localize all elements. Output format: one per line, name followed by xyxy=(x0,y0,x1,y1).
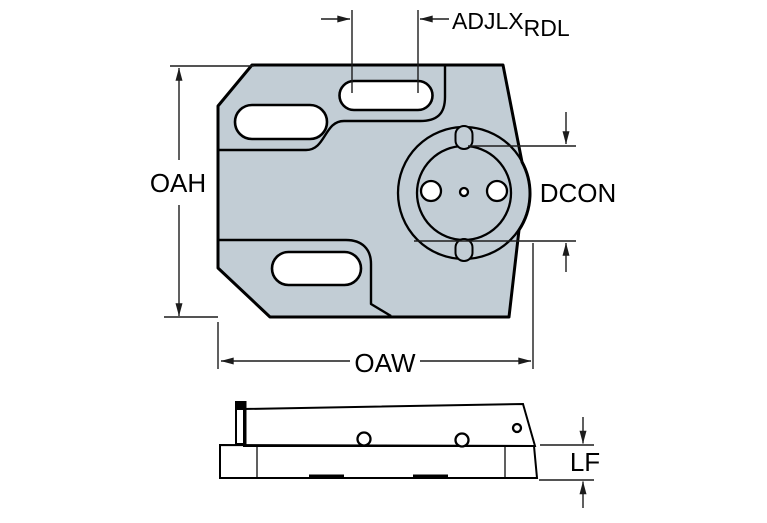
drive-hole-right xyxy=(485,179,509,203)
label-adjlx: ADJLXRDL xyxy=(452,8,570,41)
dim-oah: OAH xyxy=(150,65,254,318)
side-upper-block xyxy=(243,402,537,447)
side-hole-left xyxy=(356,431,372,447)
side-hole-right xyxy=(454,432,470,448)
dim-oaw: OAW xyxy=(217,243,534,378)
slot-top xyxy=(338,79,434,112)
serration-mark-right xyxy=(413,474,448,479)
lf-extension-lines xyxy=(539,444,594,481)
adjlx-extension-lines xyxy=(351,10,419,93)
side-view xyxy=(219,401,539,479)
keyway-bottom xyxy=(454,238,474,262)
dcon-extension-lines xyxy=(414,145,576,242)
label-adjlx-main: ADJLX xyxy=(452,8,524,34)
step-contour-upper xyxy=(218,66,447,152)
slot-left xyxy=(233,103,329,141)
side-pin-hole xyxy=(511,422,523,434)
label-oah: OAH xyxy=(150,168,206,198)
front-view xyxy=(216,63,532,319)
dim-lf: LF xyxy=(539,417,600,508)
slot-bottom xyxy=(270,250,363,287)
drive-hole-left xyxy=(419,179,443,203)
label-dcon: DCON xyxy=(540,178,617,208)
side-clamp-tab-cap xyxy=(235,401,246,410)
oah-extension-lines xyxy=(164,65,254,318)
oaw-extension-lines xyxy=(217,243,534,369)
step-contour-lower xyxy=(218,238,392,318)
serration-mark-left xyxy=(309,474,344,479)
dim-adjlx: ADJLXRDL xyxy=(321,8,570,93)
dim-dcon: DCON xyxy=(414,112,616,272)
label-oaw: OAW xyxy=(354,348,416,378)
label-adjlx-subscript: RDL xyxy=(524,15,570,41)
label-lf: LF xyxy=(570,447,600,477)
side-base-block xyxy=(219,443,539,479)
keyway-top xyxy=(454,125,474,150)
center-hole xyxy=(458,186,470,198)
side-base-split-lines xyxy=(256,447,506,477)
